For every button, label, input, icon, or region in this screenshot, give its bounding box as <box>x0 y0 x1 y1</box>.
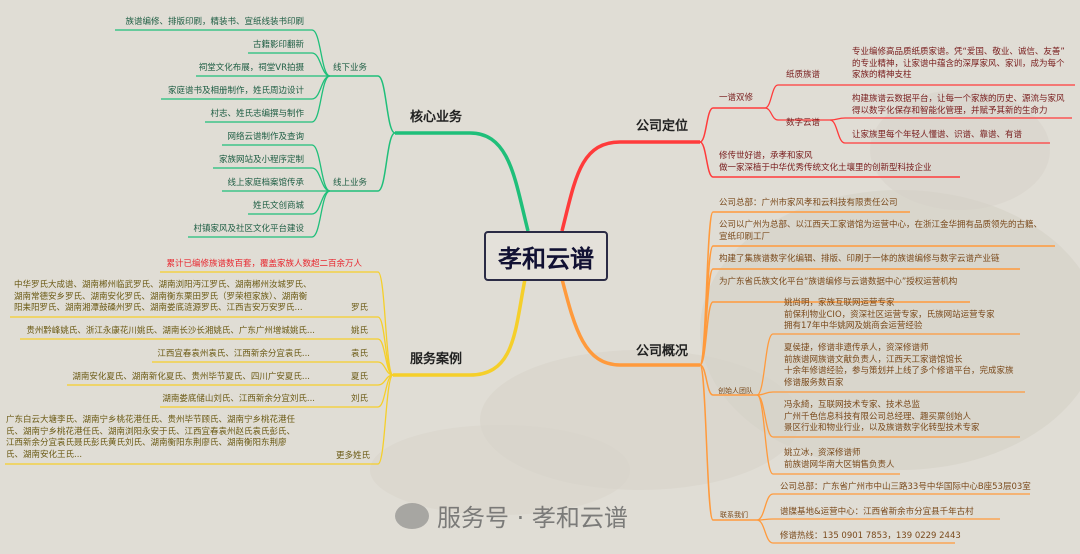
edge-case <box>20 338 394 376</box>
leaf-online-5[interactable]: 村镇家风及社区文化平台建设 <box>193 224 304 234</box>
leaf-offline-5[interactable]: 村志、姓氏志编撰与制作 <box>210 109 304 119</box>
leaf-online-4[interactable]: 姓氏文创商城 <box>252 201 304 211</box>
edge-online <box>330 132 396 192</box>
edge-digital-detail <box>829 117 1072 121</box>
case-surname-yao[interactable]: 姚氏 <box>351 326 369 336</box>
trunk-core <box>395 131 530 232</box>
overview-item-2: 公司以广州为总部、以江西天工家谱馆为运营中心，在浙江金华拥有品质领先的古籍、 宣… <box>719 220 1043 242</box>
branch-company-position[interactable]: 公司定位 <box>636 119 689 134</box>
leaf-offline-1[interactable]: 族谱编修、排版印刷，精装书、宣纸线装书印刷 <box>125 17 304 27</box>
edge-founder <box>756 394 900 475</box>
founder-4: 姚立冰，资深修谱师 前族谱网华南大区销售负责人 <box>784 448 895 470</box>
case-detail-yao: 贵州黔峰姚氏、浙江永康花川姚氏、湖南长沙长湘姚氏、广东广州增城姚氏... <box>26 326 315 336</box>
leaf-offline-2[interactable]: 古籍影印翻新 <box>252 40 304 50</box>
leaf-online-2[interactable]: 家族网站及小程序定制 <box>218 155 304 165</box>
node-offline-business[interactable]: 线下业务 <box>333 63 368 73</box>
branch-core-business[interactable]: 核心业务 <box>410 110 463 125</box>
watermark-text: 服务号 · 孝和云谱 <box>437 504 628 532</box>
edge-case <box>160 374 394 408</box>
paper-genealogy-detail: 专业编修高品质纸质家谱。凭“爱国、敬业、诚信、友善” 的专业精神，让家谱中蕴含的… <box>852 47 1065 80</box>
trunk-service <box>393 278 527 377</box>
edge-online-leaf <box>188 190 331 238</box>
overview-item-4: 为广东省氏族文化平台“族谱编修与云谱数据中心”授权运营机构 <box>719 277 958 287</box>
case-surname-liu[interactable]: 刘氏 <box>351 394 369 404</box>
edge-overview <box>699 364 757 396</box>
edge-digital <box>764 107 830 121</box>
founder-2: 夏侯捷，修谱非遗传承人，资深修谱师 前族谱网族谱文献负责人，江西天工家谱馆馆长 … <box>784 343 1014 388</box>
case-detail-liu: 湖南娄底储山刘氏、江西新余分宜刘氏... <box>162 394 315 404</box>
leaf-offline-3[interactable]: 祠堂文化布展，祠堂VR拍摄 <box>198 63 304 73</box>
leaf-online-3[interactable]: 线上家庭档案馆传承 <box>227 178 304 188</box>
node-founders[interactable]: 创始人团队 <box>718 387 753 395</box>
watermark: 服务号 · 孝和云谱 <box>395 498 628 533</box>
trunk-overview <box>560 278 700 367</box>
edge-contact <box>756 493 1030 521</box>
edge-case <box>152 361 394 376</box>
node-contact[interactable]: 联系我们 <box>720 511 748 519</box>
edge-online-leaf <box>213 167 331 192</box>
leaf-online-1[interactable]: 网络云谱制作及查询 <box>227 132 304 142</box>
edge-offline <box>330 75 396 134</box>
case-detail-more: 广东白云大塘李氏、湖南宁乡桃花港任氏、贵州毕节顾氏、湖南宁乡桃花港任 氏、湖南宁… <box>6 415 296 460</box>
node-digital-genealogy[interactable]: 数字云谱 <box>786 118 821 128</box>
digital-genealogy-detail-1: 构建族谱云数据平台，让每一个家族的历史、源流与家风 得以数字化保存和智能化管理，… <box>852 94 1065 116</box>
central-topic[interactable]: 孝和云谱 <box>484 231 608 281</box>
digital-genealogy-detail-2: 让家族里每个年轻人懂谱、识谱、靠谱、有谱 <box>852 130 1023 140</box>
edge-contact <box>756 519 955 544</box>
leaf-offline-4[interactable]: 家庭谱书及相册制作，姓氏周边设计 <box>167 86 304 96</box>
service-highlight: 累计已编修族谱数百套，覆盖家族人数超二百余万人 <box>166 259 362 269</box>
edge-founder <box>756 333 1020 396</box>
case-detail-yuan: 江西宜春袁州袁氏、江西新余分宜袁氏... <box>157 349 310 359</box>
case-detail-luo: 中华罗氏大成谱、湖南郴州临武罗氏、湖南浏阳沔江罗氏、湖南郴州汝城罗氏、 湖南常德… <box>14 280 312 313</box>
branch-service-cases[interactable]: 服务案例 <box>410 352 463 367</box>
branch-company-overview[interactable]: 公司概况 <box>636 344 689 359</box>
contact-hotline: 修谱热线：135 0901 7853，139 0229 2443 <box>780 531 961 541</box>
case-detail-xia: 湖南安化夏氏、湖南新化夏氏、贵州毕节夏氏、四川广安夏氏... <box>72 372 310 382</box>
edge-mission <box>699 141 960 178</box>
founder-3: 冯永綺，互联网技术专家、技术总监 广州千色信息科技有限公司总经理、趣买票创始人 … <box>784 400 980 433</box>
case-surname-xia[interactable]: 夏氏 <box>351 372 369 382</box>
overview-item-3: 构建了集族谱数字化编辑、排版、印刷于一体的族谱编修与数字云谱产业链 <box>719 254 1000 264</box>
edge-contact <box>756 518 1000 521</box>
node-online-business[interactable]: 线上业务 <box>333 178 368 188</box>
edge-offline-leaf <box>115 29 331 77</box>
overview-item-1: 公司总部：广州市家风孝和云科技有限责任公司 <box>719 198 898 208</box>
contact-hq: 公司总部：广东省广州市中山三路33号中华国际中心B座53层03室 <box>780 482 1031 492</box>
edge-offline-leaf <box>205 75 331 123</box>
contact-base: 谱牒基地&运营中心：江西省新余市分宜县千年古村 <box>780 507 974 517</box>
edge-overview <box>699 301 970 366</box>
edge-digital-detail <box>829 119 1050 144</box>
edge-case <box>160 271 394 376</box>
edge-founder <box>756 391 1025 396</box>
edge-online-leaf <box>222 144 331 192</box>
case-surname-yuan[interactable]: 袁氏 <box>351 349 369 359</box>
case-surname-luo[interactable]: 罗氏 <box>351 303 369 313</box>
edge-offline-leaf <box>248 52 331 77</box>
edge-case <box>5 374 394 465</box>
node-dual-genealogy[interactable]: 一谱双修 <box>719 93 754 103</box>
wechat-icon <box>395 502 429 529</box>
edge-dual <box>699 107 765 143</box>
node-paper-genealogy[interactable]: 纸质族谱 <box>786 70 821 80</box>
edge-overview <box>699 364 757 521</box>
case-surname-more[interactable]: 更多姓氏 <box>336 451 371 461</box>
trunk-position <box>560 140 700 232</box>
edge-paper <box>764 84 850 109</box>
founder-1: 姚尚明，家族互联网运营专家 前保利物业CIO，资深社区运营专家，氏族网站运营专家… <box>784 298 995 331</box>
company-mission: 修传世好谱，承孝和家风 做一家深植于中华优秀传统文化土壤里的创新型科技企业 <box>719 151 932 173</box>
